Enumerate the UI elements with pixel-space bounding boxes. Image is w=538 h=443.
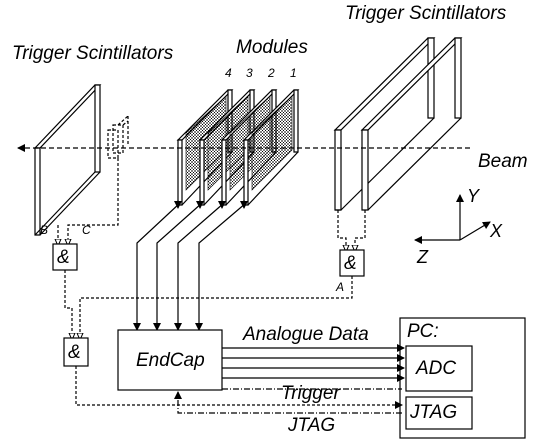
- detector-modules: [176, 89, 300, 206]
- analogue-data-lines: [222, 344, 405, 382]
- trigger-scintillators-right-label: Trigger Scintillators: [345, 3, 507, 24]
- module-signal-cables: [133, 200, 248, 331]
- axis-x-label: X: [490, 221, 503, 241]
- beam-label: Beam: [478, 151, 528, 172]
- jtag-path: [174, 388, 402, 414]
- signal-c-label: C: [82, 223, 91, 237]
- jtag-box: [405, 396, 473, 430]
- axis-z-label: Z: [417, 247, 428, 267]
- module-1: [242, 89, 300, 206]
- trigger-path: [75, 366, 403, 409]
- and-gate-right-label: &: [344, 253, 357, 274]
- bottom-and-inputs: [64, 270, 353, 340]
- modules-label: Modules: [236, 37, 308, 58]
- trigger-scintillators-left-label: Trigger Scintillators: [12, 43, 174, 64]
- signal-b-label: B: [40, 223, 49, 237]
- module-number-4: 4: [225, 66, 232, 80]
- axis-indicator: [414, 194, 491, 244]
- and-gate-bottom-label: &: [68, 342, 81, 363]
- endcap-box: [117, 329, 223, 391]
- small-trigger-scintillator: [107, 115, 129, 159]
- right-and-inputs: [337, 210, 366, 252]
- module-number-3: 3: [246, 66, 253, 80]
- and-gate-left: [52, 243, 78, 271]
- analogue-data-label: Analogue Data: [243, 324, 369, 345]
- pc-box: [399, 317, 526, 439]
- module-number-2: 2: [268, 66, 275, 80]
- right-trigger-scintillators: [333, 37, 463, 211]
- axis-y-label: Y: [467, 186, 480, 206]
- jtag-line-label: JTAG: [288, 415, 336, 436]
- and-gate-left-label: &: [57, 247, 70, 268]
- adc-label: ADC: [416, 358, 457, 379]
- jtag-box-label: JTAG: [410, 402, 458, 423]
- trigger-label: Trigger: [281, 383, 340, 404]
- module-3: [198, 89, 256, 206]
- left-and-inputs: [58, 158, 119, 246]
- module-number-1: 1: [290, 66, 297, 80]
- pc-label: PC:: [407, 321, 439, 342]
- endcap-label: EndCap: [136, 350, 205, 371]
- adc-box: [405, 345, 473, 392]
- signal-a-label: A: [336, 280, 345, 294]
- left-trigger-scintillator: [33, 84, 102, 236]
